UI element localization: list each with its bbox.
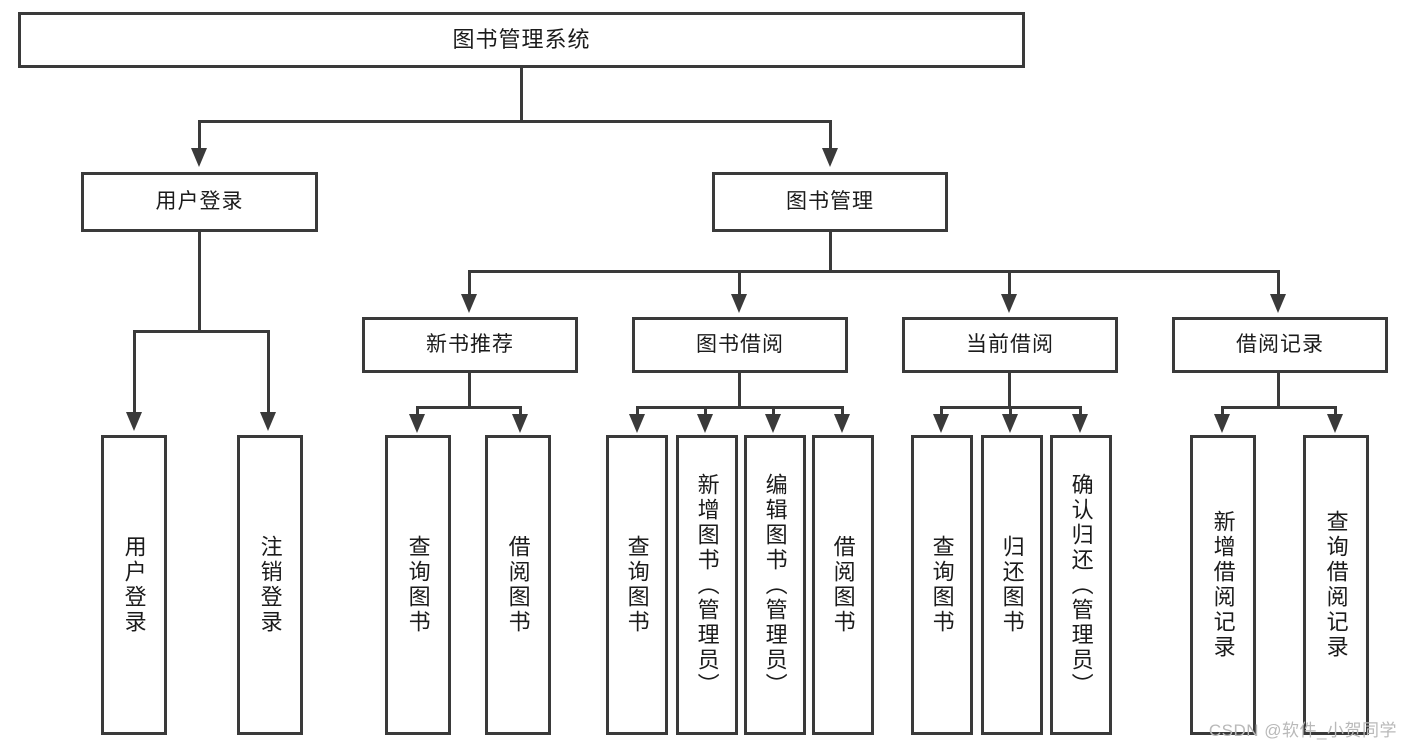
arrowhead-leaf-query-record — [1327, 414, 1343, 433]
node-label: 编辑图书（管理员） — [762, 472, 788, 698]
edge-current-borrow-to-leaf-2 — [1009, 406, 1012, 418]
node-label: 查询借阅记录 — [1323, 510, 1349, 660]
node-label: 图书借阅 — [696, 333, 784, 357]
node-current-borrow[interactable]: 当前借阅 — [902, 317, 1118, 373]
edge-book-borrow-bus — [636, 406, 844, 409]
node-label: 查询图书 — [929, 535, 955, 635]
edge-user-login-bus — [133, 330, 270, 333]
csdn-watermark: CSDN @软件_小贺同学 — [1208, 721, 1397, 740]
arrowhead-leaf-borrow-book-1 — [512, 414, 528, 433]
arrowhead-leaf-return-book — [1002, 414, 1018, 433]
edge-user-login-to-leaf-1 — [133, 330, 136, 416]
arrowhead-current-borrow — [1001, 294, 1017, 313]
edge-root-to-book-manage — [829, 120, 832, 152]
arrowhead-leaf-borrow-book-2 — [834, 414, 850, 433]
node-label: 新增图书（管理员） — [694, 472, 720, 698]
edge-book-manage-to-new-book-rec — [468, 270, 471, 298]
edge-user-login-to-leaf-2 — [267, 330, 270, 416]
node-label: 借阅记录 — [1236, 333, 1324, 357]
arrowhead-book-manage — [822, 148, 838, 167]
edge-borrow-record-to-leaf-2 — [1334, 406, 1337, 418]
edge-root-to-user-login — [198, 120, 201, 152]
edge-current-borrow-stem — [1008, 373, 1011, 408]
node-label: 借阅图书 — [505, 535, 531, 635]
node-label: 图书管理 — [786, 190, 874, 214]
edge-user-login-stem — [198, 232, 201, 332]
edge-book-manage-to-current-borrow — [1008, 270, 1011, 298]
node-leaf-return-book[interactable]: 归还图书 — [981, 435, 1043, 735]
node-leaf-user-logout[interactable]: 注销登录 — [237, 435, 303, 735]
edge-book-borrow-stem — [738, 373, 741, 408]
arrowhead-leaf-user-login — [126, 412, 142, 431]
edge-new-book-rec-bus — [416, 406, 522, 409]
arrowhead-leaf-query-book-2 — [629, 414, 645, 433]
node-root-book-management-system[interactable]: 图书管理系统 — [18, 12, 1025, 68]
node-borrow-record[interactable]: 借阅记录 — [1172, 317, 1388, 373]
node-new-book-recommendation[interactable]: 新书推荐 — [362, 317, 578, 373]
node-book-borrow[interactable]: 图书借阅 — [632, 317, 848, 373]
edge-borrow-record-to-leaf-1 — [1221, 406, 1224, 418]
node-label: 注销登录 — [257, 535, 283, 635]
arrowhead-borrow-record — [1270, 294, 1286, 313]
arrowhead-leaf-query-book-3 — [933, 414, 949, 433]
node-label: 查询图书 — [624, 535, 650, 635]
node-label: 归还图书 — [999, 535, 1025, 635]
edge-root-stem — [520, 68, 523, 122]
edge-current-borrow-to-leaf-1 — [940, 406, 943, 418]
node-leaf-query-book-borrow[interactable]: 查询图书 — [606, 435, 668, 735]
edge-book-borrow-to-leaf-4 — [841, 406, 844, 418]
node-label: 当前借阅 — [966, 333, 1054, 357]
node-label: 用户登录 — [121, 535, 147, 635]
edge-new-book-rec-to-leaf-2 — [519, 406, 522, 418]
node-label: 新增借阅记录 — [1210, 510, 1236, 660]
arrowhead-leaf-add-book — [697, 414, 713, 433]
edge-new-book-rec-to-leaf-1 — [416, 406, 419, 418]
arrowhead-leaf-edit-book — [765, 414, 781, 433]
arrowhead-leaf-confirm-return — [1072, 414, 1088, 433]
node-user-login[interactable]: 用户登录 — [81, 172, 318, 232]
arrowhead-leaf-user-logout — [260, 412, 276, 431]
edge-current-borrow-to-leaf-3 — [1079, 406, 1082, 418]
edge-new-book-rec-stem — [468, 373, 471, 408]
node-leaf-add-borrow-record[interactable]: 新增借阅记录 — [1190, 435, 1256, 735]
arrowhead-new-book-rec — [461, 294, 477, 313]
node-label: 查询图书 — [405, 535, 431, 635]
arrowhead-user-login — [191, 148, 207, 167]
node-leaf-edit-book-admin[interactable]: 编辑图书（管理员） — [744, 435, 806, 735]
edge-book-borrow-to-leaf-1 — [636, 406, 639, 418]
edge-book-borrow-to-leaf-3 — [772, 406, 775, 418]
arrowhead-leaf-add-record — [1214, 414, 1230, 433]
node-label: 确认归还（管理员） — [1068, 472, 1094, 698]
node-leaf-query-book-new-rec[interactable]: 查询图书 — [385, 435, 451, 735]
arrowhead-leaf-query-book-1 — [409, 414, 425, 433]
node-leaf-confirm-return-admin[interactable]: 确认归还（管理员） — [1050, 435, 1112, 735]
edge-book-borrow-to-leaf-2 — [704, 406, 707, 418]
node-leaf-user-login[interactable]: 用户登录 — [101, 435, 167, 735]
node-label: 新书推荐 — [426, 333, 514, 357]
edge-book-manage-bus — [468, 270, 1280, 273]
node-leaf-add-book-admin[interactable]: 新增图书（管理员） — [676, 435, 738, 735]
node-label: 用户登录 — [155, 190, 244, 214]
arrowhead-book-borrow — [731, 294, 747, 313]
node-leaf-query-book-current[interactable]: 查询图书 — [911, 435, 973, 735]
edge-book-manage-to-book-borrow — [738, 270, 741, 298]
node-leaf-borrow-book-borrow[interactable]: 借阅图书 — [812, 435, 874, 735]
node-label: 借阅图书 — [830, 535, 856, 635]
edge-borrow-record-stem — [1277, 373, 1280, 408]
edge-root-bus — [198, 120, 832, 123]
node-label: 图书管理系统 — [452, 26, 591, 52]
node-leaf-borrow-book-new-rec[interactable]: 借阅图书 — [485, 435, 551, 735]
edge-book-manage-to-borrow-record — [1277, 270, 1280, 298]
edge-borrow-record-bus — [1221, 406, 1337, 409]
edge-book-manage-stem — [829, 232, 832, 272]
node-leaf-query-borrow-record[interactable]: 查询借阅记录 — [1303, 435, 1369, 735]
node-book-manage[interactable]: 图书管理 — [712, 172, 948, 232]
